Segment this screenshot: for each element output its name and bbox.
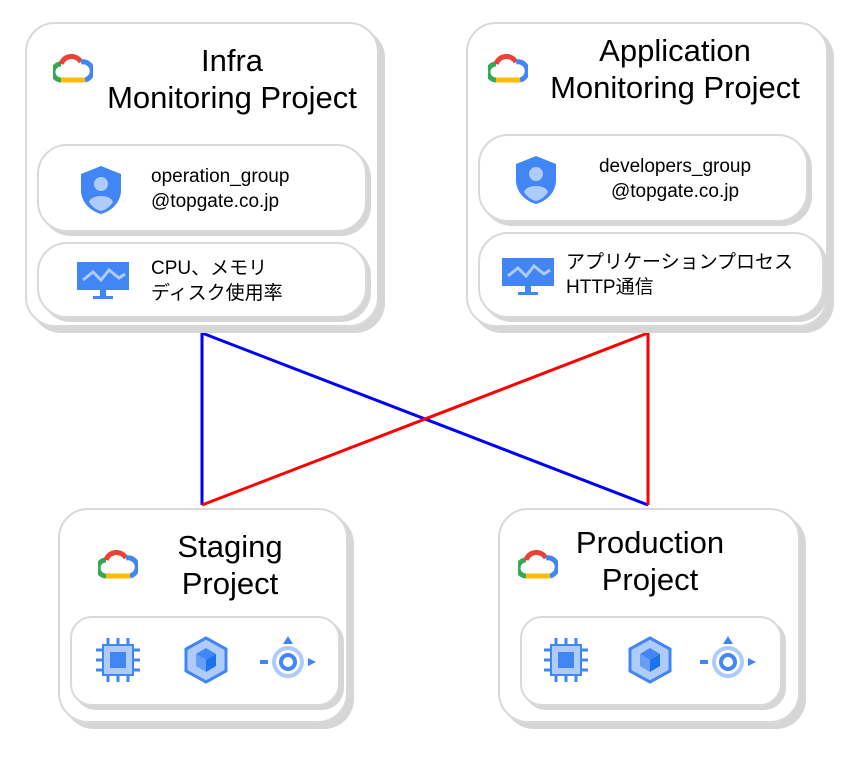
title-line-2: Project — [181, 566, 279, 601]
metrics-pill: アプリケーションプロセス HTTP通信 — [478, 232, 824, 318]
google-cloud-icon — [518, 550, 558, 579]
group-name-line-1: developers_group — [598, 156, 752, 177]
metrics-line-2: HTTP通信 — [566, 277, 654, 298]
title-line-1: Staging — [177, 529, 283, 564]
group-name-line-2: @topgate.co.jp — [151, 191, 280, 212]
user-shield-icon — [516, 156, 556, 204]
kubernetes-engine-icon — [628, 636, 672, 684]
metrics-line-1: CPU、メモリ — [151, 258, 268, 279]
title-line-1: Application — [599, 33, 751, 68]
kubernetes-engine-icon — [184, 636, 228, 684]
metrics-pill: CPU、メモリ ディスク使用率 — [37, 242, 367, 318]
services-pill — [520, 616, 782, 706]
google-cloud-icon — [98, 550, 138, 579]
compute-engine-icon — [544, 638, 588, 682]
production-project-card: Production Project — [498, 508, 800, 723]
google-cloud-icon — [53, 54, 93, 83]
compute-engine-icon — [96, 638, 140, 682]
title-line-1: Production — [575, 525, 725, 560]
metrics-line-1: アプリケーションプロセス — [566, 252, 794, 273]
staging-project-card: Staging Project — [58, 508, 348, 723]
group-name-line-1: operation_group — [151, 166, 290, 187]
monitoring-icon — [77, 262, 129, 299]
project-title: Infra Monitoring Project — [87, 42, 377, 116]
user-shield-icon — [81, 166, 121, 214]
monitoring-icon — [502, 258, 554, 295]
title-line-2: Monitoring Project — [107, 80, 357, 115]
metrics-line-2: ディスク使用率 — [151, 283, 283, 304]
group-pill: operation_group @topgate.co.jp — [37, 144, 367, 232]
cloud-run-icon — [700, 636, 756, 678]
group-name-line-2: @topgate.co.jp — [610, 181, 740, 202]
project-title: Production Project — [560, 524, 740, 598]
infra-monitoring-project-card: Infra Monitoring Project operation_group… — [25, 22, 379, 327]
google-cloud-icon — [488, 54, 528, 83]
title-line-2: Monitoring Project — [550, 70, 800, 105]
application-to-staging-line — [201, 331, 649, 507]
group-pill: developers_group @topgate.co.jp — [478, 134, 808, 222]
project-title: Staging Project — [150, 528, 310, 602]
services-pill — [70, 616, 340, 706]
project-title: Application Monitoring Project — [530, 32, 820, 106]
cloud-run-icon — [260, 636, 316, 678]
title-line-2: Project — [601, 562, 699, 597]
title-line-1: Infra — [200, 43, 264, 78]
application-monitoring-project-card: Application Monitoring Project developer… — [466, 22, 828, 327]
